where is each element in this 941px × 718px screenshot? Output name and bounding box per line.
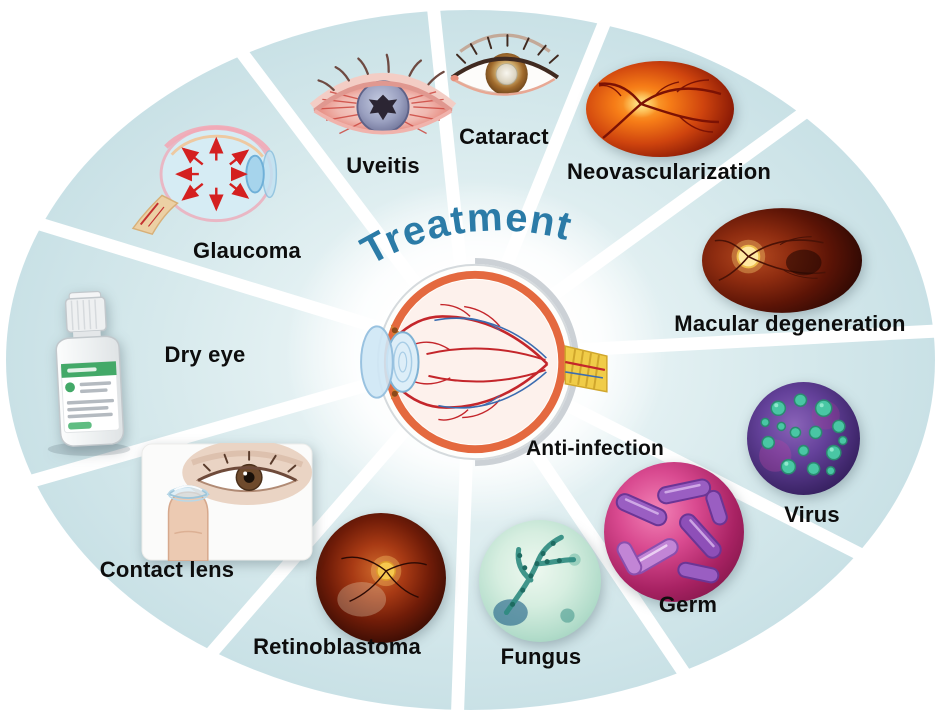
treatment-title: Treatment	[354, 195, 576, 273]
virus-particle-image	[747, 382, 860, 495]
contact-lens-photo	[141, 443, 313, 561]
neovascularization-fundus-image	[586, 61, 734, 157]
treatment-title-text: Treatment	[354, 195, 577, 273]
retinoblastoma-label: Retinoblastoma	[253, 634, 421, 659]
anti-infection-label: Anti-infection	[525, 437, 665, 460]
macular-degeneration-fundus-image	[701, 208, 863, 313]
fungus-label: Fungus	[500, 644, 582, 669]
germ-label: Germ	[658, 592, 718, 617]
cataract-label: Cataract	[459, 124, 549, 149]
uveitis-label: Uveitis	[346, 153, 420, 178]
virus-label: Virus	[784, 502, 840, 527]
neovascularization-label: Neovascularization	[566, 159, 772, 184]
uveitis-illustration	[309, 53, 457, 135]
contact-lens-label: Contact lens	[99, 557, 235, 582]
optic-nerve	[564, 345, 608, 393]
glaucoma-illustration	[131, 125, 278, 236]
dry-eye-bottle-photo	[47, 290, 131, 456]
glaucoma-label: Glaucoma	[193, 238, 301, 263]
germ-bacteria-image	[604, 462, 744, 602]
retinoblastoma-fundus-image	[316, 513, 446, 643]
dry-eye-label: Dry eye	[164, 342, 246, 367]
fungus-micrograph-image	[479, 520, 601, 642]
cataract-illustration	[450, 33, 560, 96]
eye-anatomy-cross-section-illustration	[360, 257, 608, 467]
macular-degeneration-label: Macular degeneration	[674, 311, 906, 336]
